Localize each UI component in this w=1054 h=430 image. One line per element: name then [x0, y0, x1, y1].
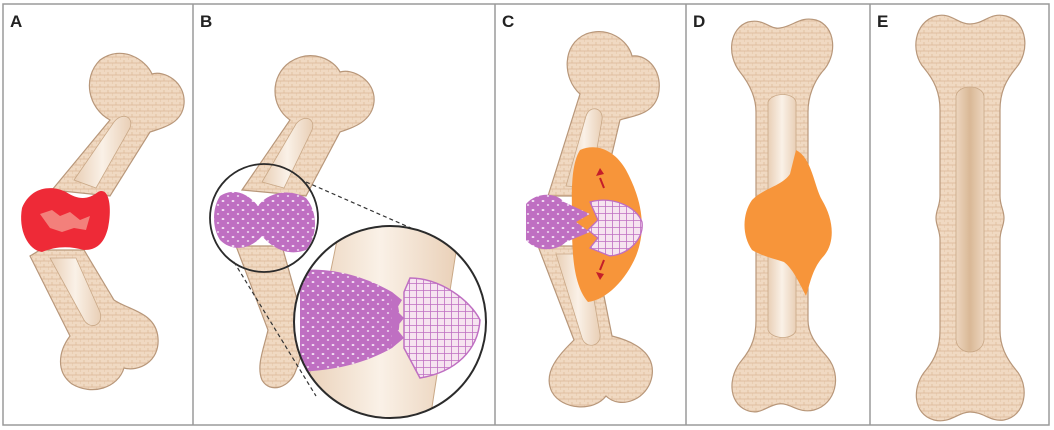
- panel-d: D: [693, 12, 836, 412]
- panel-a: A: [10, 12, 184, 390]
- panel-label-b: B: [200, 12, 212, 31]
- panel-label-c: C: [502, 12, 514, 31]
- soft-callus: [214, 192, 315, 252]
- magnified-view: [294, 226, 486, 420]
- panel-label-d: D: [693, 12, 705, 31]
- panel-label-a: A: [10, 12, 22, 31]
- panel-label-e: E: [877, 12, 888, 31]
- bone-e: [916, 15, 1025, 421]
- panel-b: B: [200, 12, 486, 420]
- panel-c: C: [502, 12, 659, 407]
- panel-e: E: [877, 12, 1025, 421]
- zoom-line: [306, 182, 420, 232]
- medullary-cavity: [956, 87, 984, 352]
